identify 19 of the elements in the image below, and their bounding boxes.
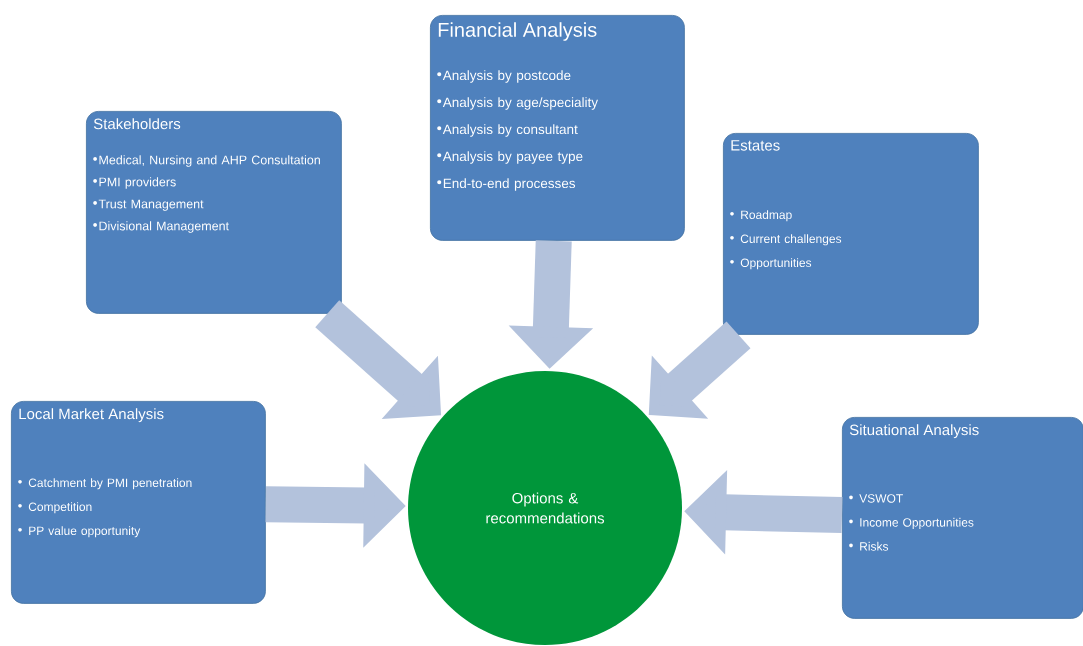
bullet-list: Catchment by PMI penetration Competition PP value opportunity — [18, 478, 192, 538]
node-label: Medical, Nursing and AHP Consultation — [99, 155, 320, 167]
node-label: Divisional Management — [99, 221, 229, 233]
node-label: Analysis by age/speciality — [442, 97, 599, 110]
box-heading: Local Market Analysis — [19, 408, 164, 423]
bullet-list: Analysis by postcode Analysis by age/speciality Analysis by consultant Analysis by payee type End-to-end processes — [437, 70, 598, 191]
bullet-list: VSWOT Income Opportunities Risks — [849, 494, 974, 551]
node-label: PMI providers — [99, 177, 176, 189]
box-heading: Situational Analysis — [849, 424, 979, 439]
box-heading: Financial Analysis — [438, 22, 597, 41]
node-label: End-to-end processes — [443, 178, 576, 191]
node-label: Analysis by postcode — [442, 70, 571, 83]
box-heading: Estates — [731, 140, 780, 151]
node-label: Analysis by payee type — [442, 151, 583, 164]
node-label: Analysis by consultant — [442, 124, 578, 137]
node-label: Trust Management — [98, 199, 204, 211]
box-heading: Stakeholders — [93, 118, 181, 130]
bullet-list: Medical, Nursing and AHP Consultation PMI providers Trust Management Divisional Management — [93, 155, 320, 233]
bullet-list: Roadmap Current challenges Opportunities — [730, 210, 842, 270]
